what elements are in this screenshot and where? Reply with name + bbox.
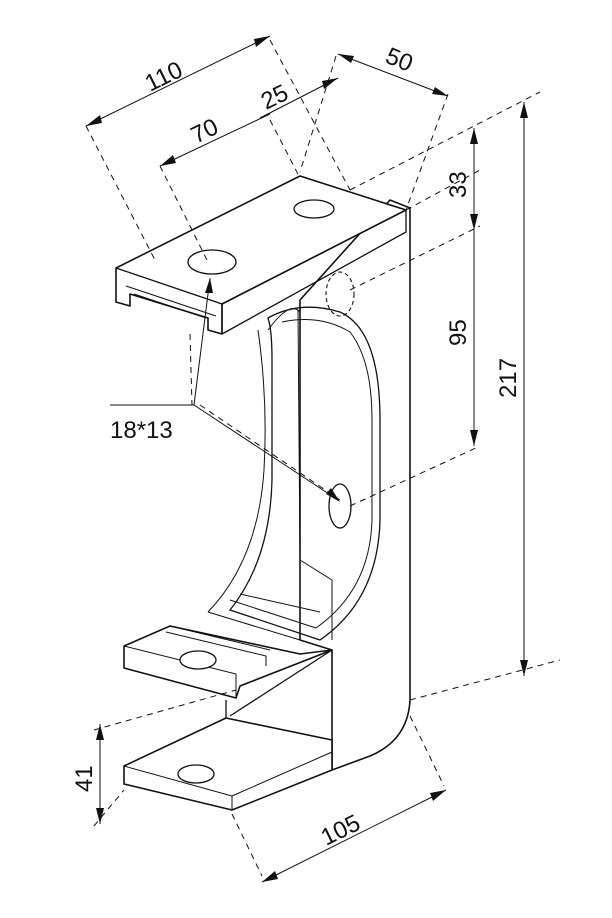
- dim-217: 217: [495, 358, 522, 398]
- dim-18x13: 18*13: [110, 417, 173, 444]
- bracket-body: [115, 175, 411, 811]
- top-hole-back: [293, 199, 335, 219]
- dim-95: 95: [445, 319, 472, 346]
- dim-110: 110: [141, 56, 187, 97]
- dim-105: 105: [317, 810, 365, 852]
- side-plate: [299, 199, 411, 771]
- middle-tray-hole: [179, 650, 217, 670]
- side-hidden-hole: [325, 271, 355, 317]
- dim-70: 70: [187, 113, 223, 149]
- c-opening-outer: [228, 306, 381, 641]
- bottom-foot-edge: [123, 751, 333, 810]
- c-floor: [207, 593, 321, 641]
- c-back-wall: [297, 309, 333, 640]
- dim-25: 25: [257, 79, 293, 115]
- top-hole-front: [187, 249, 237, 275]
- c-inner-edge: [267, 308, 301, 331]
- dim-41: 41: [71, 765, 98, 792]
- top-flange-lip: [125, 285, 217, 319]
- top-flange: [115, 175, 407, 335]
- top-flange-right: [221, 208, 407, 335]
- bottom-foot: [123, 717, 333, 811]
- c-opening-inner: [281, 319, 373, 629]
- middle-tray: [123, 625, 333, 699]
- dim-33: 33: [445, 171, 472, 198]
- c-inner-curve: [207, 329, 266, 613]
- extension-lines: [85, 39, 561, 877]
- bottom-foot-hole: [177, 764, 215, 784]
- bottom-back-plate: [225, 649, 333, 718]
- dimension-labels: 110 70 25 50 33 95 217 18*13 41 105: [71, 43, 522, 852]
- dimension-lines: [85, 35, 528, 883]
